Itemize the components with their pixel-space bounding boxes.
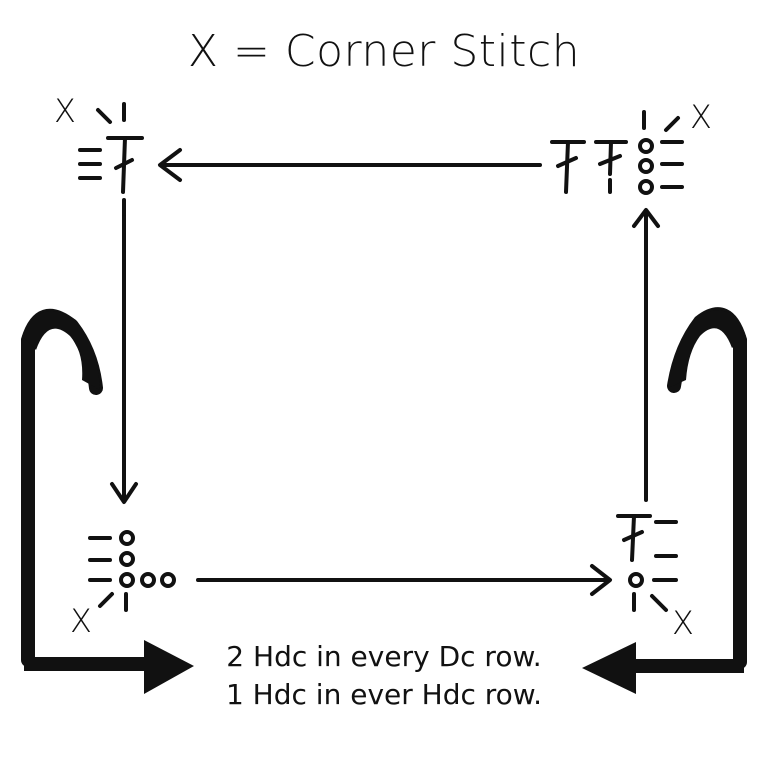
diagram-title: X = Corner Stitch (187, 26, 581, 77)
arrow-left-downward (110, 210, 138, 504)
turn-arrow-left (21, 308, 194, 694)
corner-stitch-top-right (550, 110, 684, 195)
corner-stitch-top-left (78, 102, 144, 216)
corner-stitch-bottom-left (88, 530, 176, 612)
arrow-top-leftward (158, 148, 542, 182)
arrow-right-upward (632, 208, 660, 502)
corner-label-top-right: X (690, 98, 712, 136)
turn-arrow-right (582, 307, 747, 694)
arrow-bottom-rightward (196, 564, 612, 596)
corner-label-top-left: X (54, 92, 76, 130)
note-hdc-row: 1 Hdc in ever Hdc row. (225, 678, 543, 711)
corner-label-bottom-left: X (70, 602, 92, 640)
corner-ray (96, 108, 112, 124)
corner-stitch-bottom-right (616, 514, 678, 612)
note-dc-row: 2 Hdc in every Dc row. (226, 640, 542, 673)
corner-label-bottom-right: X (672, 604, 694, 642)
